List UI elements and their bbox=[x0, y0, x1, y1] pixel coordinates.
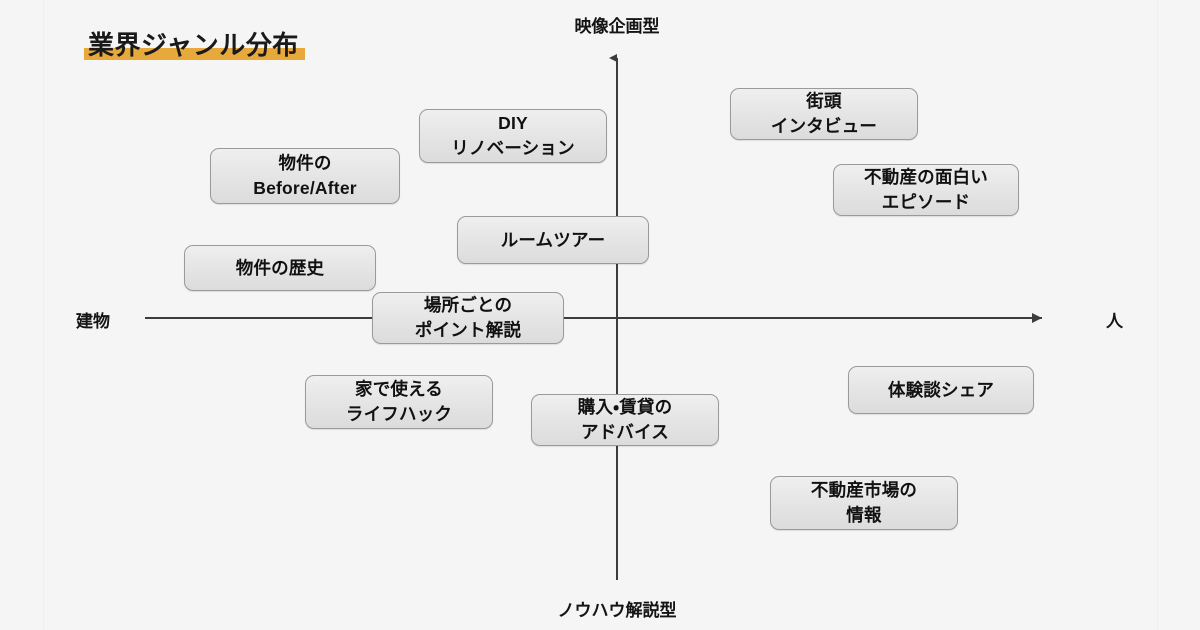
genre-box[interactable]: 不動産市場の 情報 bbox=[770, 476, 958, 530]
genre-box-label: DIY リノベーション bbox=[451, 113, 575, 158]
genre-box-label: 購入・賃貸の アドバイス bbox=[577, 397, 673, 442]
axis-label-bottom: ノウハウ解説型 bbox=[557, 601, 677, 620]
genre-box[interactable]: 体験談シェア bbox=[848, 366, 1034, 414]
genre-box-label: 不動産市場の 情報 bbox=[810, 480, 918, 525]
title-highlight-bar bbox=[84, 48, 305, 60]
genre-box-label: 物件の歴史 bbox=[235, 258, 325, 278]
axis-label-right: 人 bbox=[1106, 312, 1123, 331]
genre-box-label: ルームツアー bbox=[500, 230, 606, 250]
genre-box-label: 体験談シェア bbox=[887, 380, 995, 400]
genre-box[interactable]: 物件の Before/After bbox=[210, 148, 400, 204]
axis-label-top: 映像企画型 bbox=[574, 17, 660, 36]
genre-box-label: 街頭 インタビュー bbox=[770, 91, 878, 136]
axis-label-left: 建物 bbox=[76, 312, 110, 331]
genre-box[interactable]: 購入・賃貸の アドバイス bbox=[531, 394, 719, 446]
genre-box[interactable]: 物件の歴史 bbox=[184, 245, 376, 291]
genre-box-label: 場所ごとの ポイント解説 bbox=[414, 295, 522, 340]
genre-box[interactable]: ルームツアー bbox=[457, 216, 649, 264]
page-title: 業界ジャンル分布 bbox=[84, 28, 305, 62]
slide-right-edge-line bbox=[1157, 0, 1158, 630]
slide-left-edge-line bbox=[43, 0, 44, 630]
title-label: 業界ジャンル分布 bbox=[88, 30, 299, 60]
genre-box[interactable]: DIY リノベーション bbox=[419, 109, 607, 163]
genre-box[interactable]: 街頭 インタビュー bbox=[730, 88, 918, 140]
genre-box[interactable]: 不動産の面白い エピソード bbox=[833, 164, 1019, 216]
genre-box-label: 不動産の面白い エピソード bbox=[864, 167, 988, 212]
genre-box-label: 家で使える ライフハック bbox=[345, 379, 453, 424]
genre-box-label: 物件の Before/After bbox=[253, 153, 357, 198]
genre-box[interactable]: 家で使える ライフハック bbox=[305, 375, 493, 429]
genre-box[interactable]: 場所ごとの ポイント解説 bbox=[372, 292, 564, 344]
